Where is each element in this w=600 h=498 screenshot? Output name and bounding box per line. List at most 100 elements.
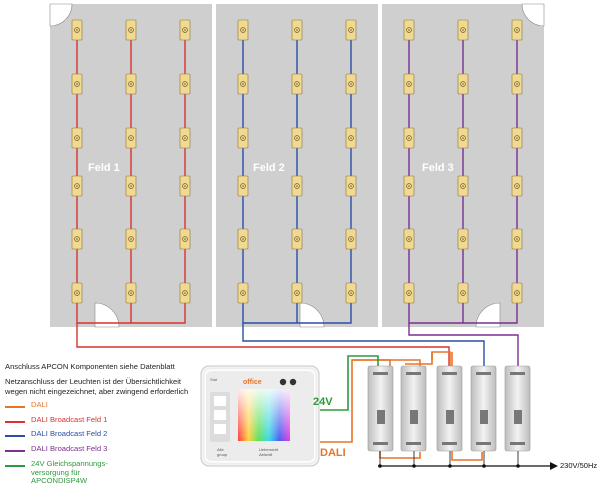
lamp-icon <box>514 135 520 141</box>
note-mains-line1: Netzanschluss der Leuchten ist der Übers… <box>5 377 182 387</box>
lamp-center <box>516 29 518 31</box>
lamp-icon <box>240 290 246 296</box>
lamp-icon <box>128 27 134 33</box>
broadcast-wiring <box>76 20 519 366</box>
lamp-center <box>76 83 78 85</box>
lamp-center <box>462 29 464 31</box>
luminaire <box>345 19 357 41</box>
lamp-icon <box>406 81 412 87</box>
luminaire <box>511 73 523 95</box>
luminaires <box>71 19 523 304</box>
lamp-center <box>408 29 410 31</box>
legend-label: DALI Broadcast Feld 1 <box>31 414 108 424</box>
field-label-1: Feld 1 <box>88 162 120 174</box>
luminaire <box>125 127 137 149</box>
legend-label-24v: 24V Gleichspannungs- versorgung für APCO… <box>31 458 108 486</box>
lamp-icon <box>294 236 300 242</box>
lamp-center <box>76 137 78 139</box>
broadcast-feed <box>408 323 519 366</box>
legend-24v-line3: APCONDISP4W <box>31 476 88 486</box>
legend-label: DALI <box>31 400 48 409</box>
luminaire <box>345 73 357 95</box>
lamp-center <box>408 238 410 240</box>
luminaire <box>291 19 303 41</box>
lamp-center <box>76 292 78 294</box>
luminaire <box>511 19 523 41</box>
lamp-center <box>296 238 298 240</box>
lamp-center <box>516 137 518 139</box>
lamp-icon <box>460 135 466 141</box>
wall-control-panel <box>200 365 320 467</box>
lamp-icon <box>74 236 80 242</box>
lamp-center <box>242 238 244 240</box>
lamp-icon <box>514 183 520 189</box>
legend-item-feld-3: DALI Broadcast Feld 3 <box>5 444 165 454</box>
mains-line <box>378 451 558 470</box>
legend-24v-line2: versorgung für <box>31 467 80 477</box>
lamp-center <box>296 29 298 31</box>
luminaire <box>237 73 249 95</box>
panel-status: Stat <box>210 377 218 382</box>
door-icon <box>521 3 545 27</box>
legend-24v-line1: 24V Gleichspannungs- <box>31 458 108 468</box>
luminaire <box>237 19 249 41</box>
lamp-center <box>184 292 186 294</box>
lamp-icon <box>128 81 134 87</box>
luminaire <box>291 127 303 149</box>
lamp-center <box>462 83 464 85</box>
lamp-icon <box>182 135 188 141</box>
luminaire <box>511 127 523 149</box>
lamp-icon <box>294 27 300 33</box>
lamp-center <box>130 185 132 187</box>
lamp-center <box>130 137 132 139</box>
luminaire <box>291 73 303 95</box>
field-label-3: Feld 3 <box>422 162 454 174</box>
lamp-icon <box>182 236 188 242</box>
legend-swatch <box>5 435 25 438</box>
luminaire <box>511 175 523 197</box>
luminaire <box>291 282 303 304</box>
lamp-icon <box>128 290 134 296</box>
lamp-center <box>462 238 464 240</box>
luminaire <box>179 127 191 149</box>
luminaire <box>291 175 303 197</box>
lamp-center <box>516 83 518 85</box>
lamp-icon <box>460 27 466 33</box>
luminaire <box>179 73 191 95</box>
lamp-center <box>350 292 352 294</box>
panel-brand: office <box>243 379 262 386</box>
lamp-center <box>462 292 464 294</box>
door-icon <box>94 302 120 328</box>
lamp-center <box>296 185 298 187</box>
luminaire <box>71 282 83 304</box>
note-mains: Netzanschluss der Leuchten ist der Übers… <box>5 377 210 396</box>
field-label-2: Feld 2 <box>253 162 285 174</box>
lamp-center <box>130 29 132 31</box>
lamp-icon <box>514 81 520 87</box>
note-components: Anschluss APCON Komponenten siehe Datenb… <box>5 362 175 371</box>
lamp-icon <box>348 135 354 141</box>
lamp-icon <box>514 290 520 296</box>
lamp-icon <box>182 27 188 33</box>
lamp-icon <box>348 236 354 242</box>
lamp-center <box>350 29 352 31</box>
callout-24v: 24V <box>313 396 333 408</box>
lamp-center <box>242 29 244 31</box>
lamp-icon <box>348 290 354 296</box>
lamp-icon <box>74 27 80 33</box>
settings-icon <box>289 378 297 386</box>
lamp-icon <box>406 135 412 141</box>
lamp-center <box>350 83 352 85</box>
dali-bus <box>320 351 483 461</box>
lamp-icon <box>294 135 300 141</box>
lamp-icon <box>74 183 80 189</box>
lamp-center <box>184 83 186 85</box>
din-module-psu <box>400 365 427 452</box>
luminaire <box>125 19 137 41</box>
legend: DALI DALI Broadcast Feld 1 DALI Broadcas… <box>5 400 165 492</box>
panel-left-button-sub: group <box>217 452 228 457</box>
luminaire <box>345 175 357 197</box>
luminaire <box>403 228 415 250</box>
lamp-icon <box>460 183 466 189</box>
luminaire <box>125 73 137 95</box>
